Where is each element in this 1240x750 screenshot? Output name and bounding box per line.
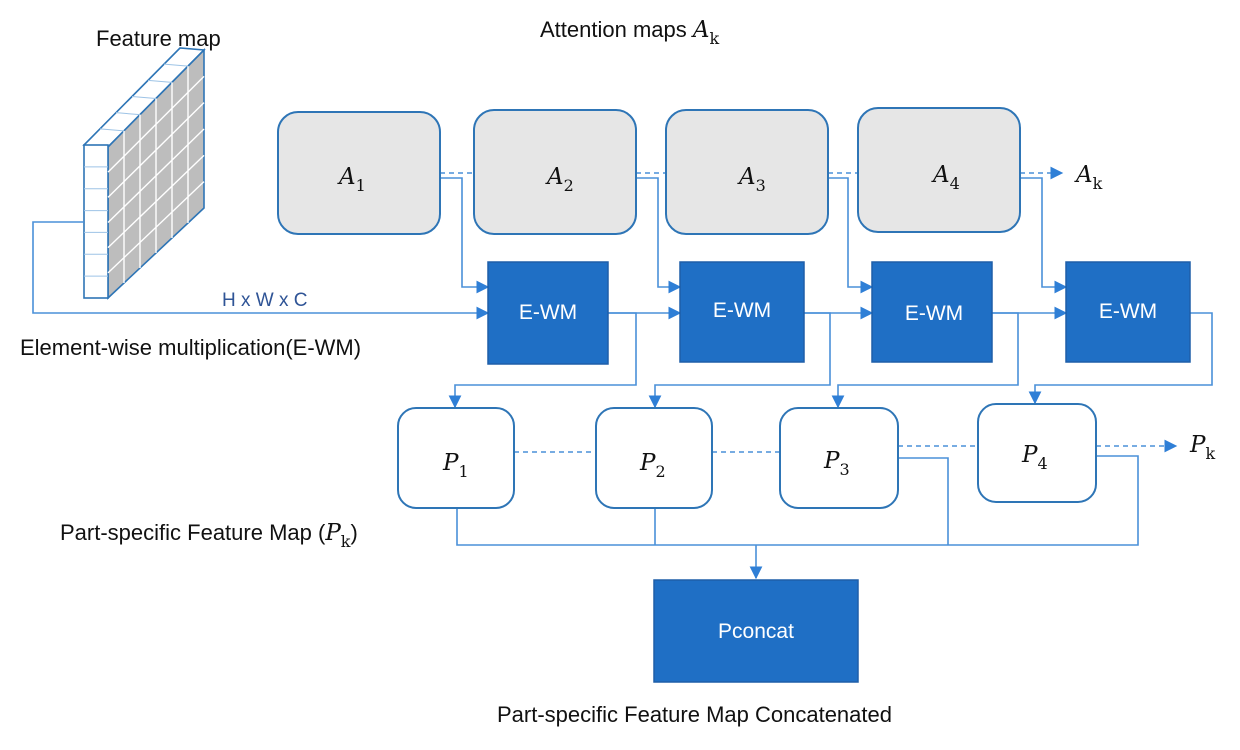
- attention-box-3: A3: [665, 109, 829, 235]
- a1-to-ewm1-arrow: [440, 177, 490, 294]
- pconcat-box: Pconcat: [653, 579, 859, 683]
- svg-text:A1: A1: [337, 164, 366, 195]
- attention-boxes: A1 A2 A3 A4: [277, 107, 1021, 235]
- ewm-box-1-label: E-WM: [519, 301, 577, 324]
- part-box-1-index: 1: [458, 462, 468, 481]
- feature-map-top-grid: [163, 63, 189, 67]
- part-box-3-symbol: P: [823, 448, 840, 474]
- ewm2-to-p2-arrow: [648, 312, 831, 409]
- ewm-caption: Element-wise multiplication(E-WM): [20, 335, 361, 360]
- attention-maps-title: Attention maps Ak: [540, 17, 720, 48]
- svg-text:P1: P1: [442, 450, 469, 481]
- part-box-4-symbol: P: [1021, 442, 1038, 468]
- pk-output-subscript: k: [1205, 444, 1215, 463]
- ewm1-to-p1-arrow: [448, 312, 637, 409]
- svg-text:A3: A3: [737, 164, 766, 195]
- part-caption-close: ): [351, 520, 358, 545]
- pconcat-label: Pconcat: [718, 620, 794, 643]
- part-box-1-symbol: P: [442, 450, 459, 476]
- ewm-box-3-label: E-WM: [905, 302, 963, 325]
- a2-to-ewm2-arrow: [636, 177, 682, 294]
- attention-box-1-symbol: A: [337, 164, 356, 190]
- part-box-3: P3: [779, 407, 899, 509]
- a4-to-ewm4-arrow: [1020, 177, 1068, 294]
- feature-map-top-grid: [99, 128, 125, 132]
- part-box-3-index: 3: [839, 460, 849, 479]
- ewm-boxes: E-WM E-WM E-WM E-WM: [487, 261, 1191, 365]
- feature-map-top-grid: [131, 96, 157, 99]
- part-caption-subscript: k: [341, 532, 351, 551]
- feature-map-top-grid: [115, 112, 141, 116]
- attention-maps-subscript: k: [710, 29, 720, 48]
- pk-output-symbol: P: [1189, 432, 1206, 458]
- attention-box-1-index: 1: [356, 176, 366, 195]
- svg-text:P3: P3: [823, 448, 850, 479]
- attention-box-1: A1: [277, 111, 441, 235]
- attention-box-2-index: 2: [564, 176, 574, 195]
- part-box-2: P2: [595, 407, 713, 509]
- feature-map-block: [82, 47, 206, 300]
- part-caption-text: Part-specific Feature Map (: [60, 520, 326, 545]
- ewm4-to-p4-arrow: [1028, 312, 1213, 405]
- ewm-box-4: E-WM: [1065, 261, 1191, 363]
- concat-caption: Part-specific Feature Map Concatenated: [497, 702, 892, 727]
- pk-output-label: Pk: [1189, 432, 1215, 463]
- a3-to-ewm3-arrow: [828, 177, 874, 294]
- ak-output-label: Ak: [1074, 162, 1103, 193]
- ewm-box-2-label: E-WM: [713, 299, 771, 322]
- ewm-box-2: E-WM: [679, 261, 805, 363]
- attention-box-3-symbol: A: [737, 164, 756, 190]
- p3-down-line: [898, 457, 949, 545]
- part-box-4-index: 4: [1037, 454, 1047, 473]
- ewm-box-3: E-WM: [871, 261, 993, 363]
- part-box-2-index: 2: [655, 462, 665, 481]
- attention-maps-symbol: A: [691, 17, 710, 43]
- feature-map-grid-h: [107, 181, 205, 274]
- ewm-box-1: E-WM: [487, 261, 609, 365]
- part-boxes: P1 P2 P3 P4: [397, 403, 1097, 509]
- attention-maps-text: Attention maps: [540, 17, 693, 42]
- attention-box-4: A4: [857, 107, 1021, 233]
- ak-output-subscript: k: [1093, 174, 1103, 193]
- attention-box-2: A2: [473, 109, 637, 235]
- ewm-box-4-label: E-WM: [1099, 300, 1157, 323]
- ak-output-symbol: A: [1074, 162, 1093, 188]
- feature-map-grid: [84, 63, 205, 283]
- ewm3-to-p3-arrow: [831, 312, 1019, 409]
- svg-text:P2: P2: [639, 450, 666, 481]
- part-box-4: P4: [977, 403, 1097, 503]
- part-box-1: P1: [397, 407, 515, 509]
- svg-text:A2: A2: [545, 164, 574, 195]
- dims-label: H x W x C: [222, 290, 308, 311]
- attention-box-3-index: 3: [756, 176, 766, 195]
- p-collector-line: [456, 455, 1139, 546]
- svg-text:Attention maps Ak: Attention maps Ak: [540, 17, 720, 48]
- feature-input-arrow: [32, 221, 490, 320]
- svg-text:A4: A4: [931, 162, 960, 193]
- attention-box-2-symbol: A: [545, 164, 564, 190]
- connectors: [32, 166, 1213, 580]
- attention-box-4-index: 4: [950, 174, 960, 193]
- part-caption: Part-specific Feature Map (Pk): [60, 520, 358, 551]
- attention-box-4-symbol: A: [931, 162, 950, 188]
- feature-map-top-grid: [147, 79, 173, 83]
- part-box-2-symbol: P: [639, 450, 656, 476]
- svg-text:P4: P4: [1021, 442, 1048, 473]
- part-caption-symbol: P: [324, 520, 341, 546]
- feature-map-label: Feature map: [96, 26, 221, 51]
